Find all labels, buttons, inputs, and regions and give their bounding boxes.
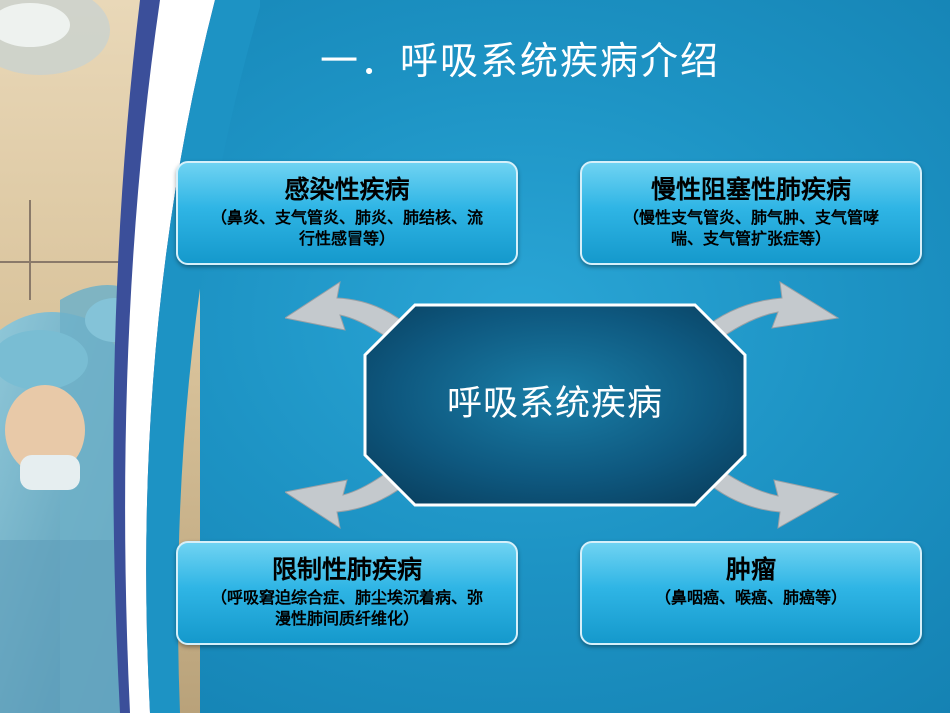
category-box-tumor: 肿瘤 （鼻咽癌、喉癌、肺癌等） bbox=[580, 541, 922, 645]
category-detail: （鼻炎、支气管炎、肺炎、肺结核、流行性感冒等） bbox=[210, 208, 483, 248]
center-octagon bbox=[363, 303, 747, 507]
category-box-copd: 慢性阻塞性肺疾病 （慢性支气管炎、肺气肿、支气管哮喘、支气管扩张症等） bbox=[580, 161, 922, 265]
category-detail: （慢性支气管炎、肺气肿、支气管哮喘、支气管扩张症等） bbox=[622, 208, 879, 248]
category-heading: 限制性肺疾病 bbox=[271, 555, 422, 584]
category-box-infectious: 感染性疾病 （鼻炎、支气管炎、肺炎、肺结核、流行性感冒等） bbox=[176, 161, 518, 265]
arrow-down-left-icon bbox=[285, 457, 414, 530]
slide-title: 一．呼吸系统疾病介绍 bbox=[319, 39, 720, 83]
arrow-up-right-icon bbox=[701, 281, 840, 351]
category-heading: 慢性阻塞性肺疾病 bbox=[650, 175, 851, 204]
arrow-down-right-icon bbox=[701, 457, 840, 529]
category-detail: （呼吸窘迫综合症、肺尘埃沉着病、弥漫性肺间质纤维化） bbox=[210, 588, 483, 628]
category-heading: 感染性疾病 bbox=[284, 175, 410, 204]
arrow-up-left-icon bbox=[285, 280, 414, 351]
side-band bbox=[113, 0, 260, 713]
center-label: 呼吸系统疾病 bbox=[446, 384, 663, 424]
category-box-restrictive: 限制性肺疾病 （呼吸窘迫综合症、肺尘埃沉着病、弥漫性肺间质纤维化） bbox=[176, 541, 518, 645]
category-heading: 肿瘤 bbox=[725, 555, 776, 584]
category-detail: （鼻咽癌、喉癌、肺癌等） bbox=[654, 588, 847, 607]
